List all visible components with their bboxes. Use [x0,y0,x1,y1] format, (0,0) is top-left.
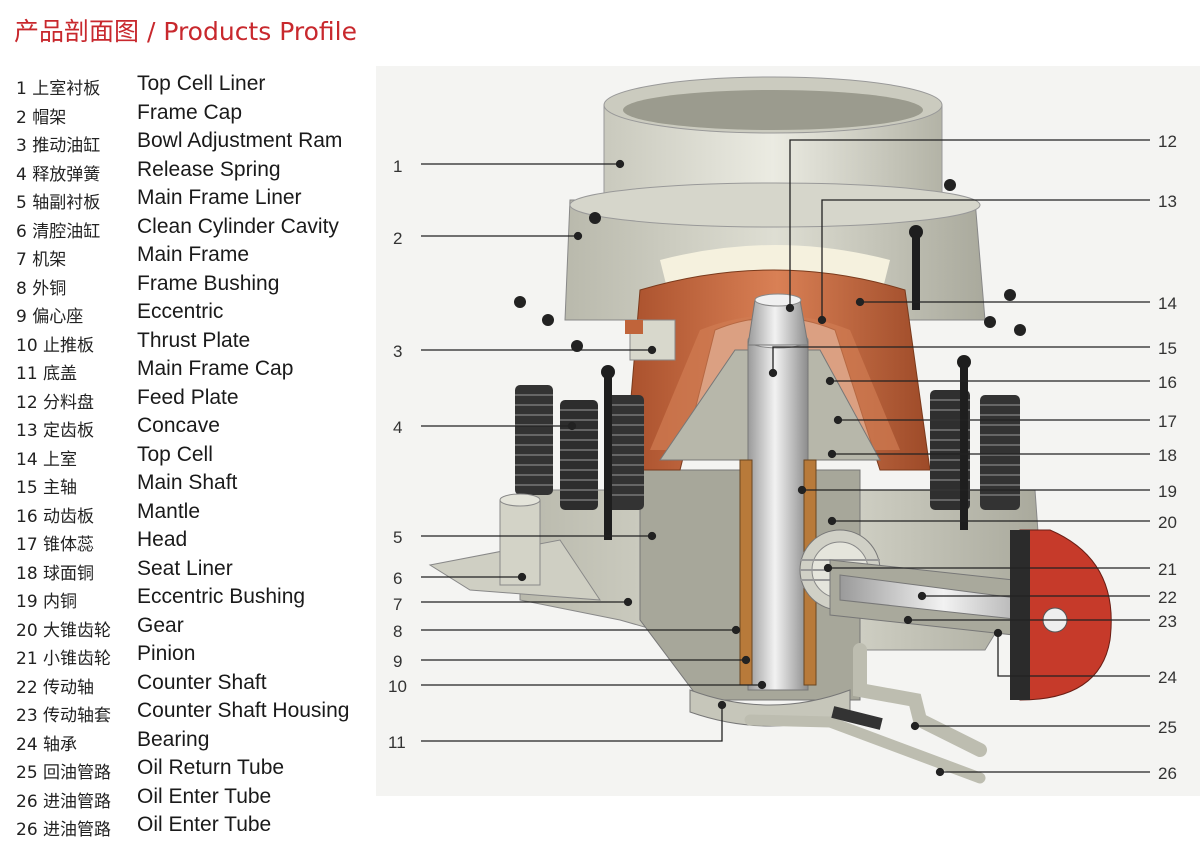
legend-name-en: Counter Shaft Housing [137,699,350,722]
legend-name-en: Frame Bushing [137,271,280,295]
legend-number-cn: 4 释放弹簧 [16,164,101,185]
legend-name-en: Top Cell [137,442,213,466]
callout-numbers-left: 1 2 3 4 5 6 7 8 9 10 11 [388,157,407,752]
oil-tubes [744,643,987,784]
callout-number: 6 [393,569,402,588]
callout-number: 13 [1158,192,1177,211]
legend-name-en: Counter Shaft [137,670,267,694]
callout-number: 14 [1158,294,1177,313]
legend-name-en: Eccentric [137,300,224,323]
callout-number: 8 [393,622,402,641]
legend-name-en: Gear [137,613,184,637]
callout-number: 21 [1158,560,1177,579]
legend-name-en: Thrust Plate [137,328,251,352]
legend-name-en: Oil Enter Tube [137,784,272,808]
legend-name-en: Concave [137,414,220,437]
legend-number-cn: 1 上室衬板 [16,79,101,99]
legend-number-cn: 20 大锥齿轮 [16,620,112,641]
legend-number-cn: 22 传动轴 [16,677,95,698]
oil-return-tube [853,643,987,757]
callout-number: 9 [393,652,402,671]
feed-plate [747,299,809,346]
oil-enter-tube [744,714,986,784]
callout-number: 1 [393,157,402,176]
legend-name-en: Main Shaft [137,471,238,494]
callout-number: 20 [1158,513,1177,532]
legend-number-cn: 26 进油管路 [16,791,112,812]
callout-number: 26 [1158,764,1177,783]
callout-number: 3 [393,342,402,361]
legend-number-cn: 3 推动油缸 [16,136,101,156]
legend-name-en: Bowl Adjustment Ram [137,129,343,152]
eccentric-bushing [739,459,753,686]
legend-name-en: Clean Cylinder Cavity [137,214,339,238]
legend-number-cn: 24 轴承 [16,734,78,755]
legend-name-en: Head [137,528,188,551]
legend-name-en: Frame Cap [137,100,243,124]
callout-number: 22 [1158,588,1177,607]
legend-number-cn: 2 帽架 [16,107,67,128]
callout-number: 25 [1158,718,1177,737]
callout-number: 2 [393,229,402,248]
callout-number: 5 [393,528,402,547]
callout-number: 4 [393,418,402,437]
callout-number: 23 [1158,612,1177,631]
legend-name-en: Mantle [137,499,201,523]
legend-number-cn: 16 动齿板 [16,506,95,527]
legend-number-cn: 13 定齿板 [16,421,95,441]
legend-name-en: Main Frame [137,243,250,266]
callout-number: 16 [1158,373,1177,392]
legend-name-en: Release Spring [137,157,281,181]
callout-number: 19 [1158,482,1177,501]
legend-number-cn: 21 小锥齿轮 [16,649,112,669]
callouts-right [768,139,1150,777]
drive-sheave [1010,529,1112,701]
legend-name-en: Oil Return Tube [137,756,285,779]
legend-number-cn: 14 上室 [16,449,78,470]
legend-number-cn: 10 止推板 [16,335,95,356]
legend-number-cn: 8 外铜 [16,278,67,299]
legend-number-cn: 17 锥体蕊 [16,535,95,555]
legend-number-cn: 5 轴副衬板 [16,193,101,213]
legend-name-en: Bearing [137,727,210,751]
page-title: 产品剖面图 / Products Profile [14,17,357,46]
callout-numbers-right: 12 13 14 15 16 17 18 19 20 21 22 23 24 2… [1158,132,1177,783]
legend-name-en: Pinion [137,642,196,665]
legend-number-cn: 12 分料盘 [16,392,95,413]
legend-number-cn: 6 清腔油缸 [16,221,101,242]
legend-name-en: Oil Enter Tube [137,813,272,836]
callout-number: 15 [1158,339,1177,358]
legend-number-cn: 15 主轴 [16,478,78,498]
legend-name-en: Seat Liner [137,556,233,580]
tie-bolts [601,225,971,540]
legend-number-cn: 25 回油管路 [16,763,112,783]
legend-number-cn: 11 底盖 [16,364,78,384]
clean-cylinder [499,493,541,586]
bowl-adjustment-ram [625,319,676,361]
callout-number: 7 [393,595,402,614]
legend-number-cn: 7 机架 [16,250,67,270]
callout-number: 24 [1158,668,1177,687]
legend-name-en: Main Frame Cap [137,357,294,380]
legend-number-cn: 26 进油管路 [16,820,112,840]
callout-number: 10 [388,677,407,696]
callout-number: 18 [1158,446,1177,465]
callout-number: 17 [1158,412,1177,431]
spring-coils-left [515,394,644,501]
legend-number-cn: 23 传动轴套 [16,706,112,726]
legend-number-cn: 19 内铜 [16,592,78,612]
callout-number: 12 [1158,132,1177,151]
callout-number: 11 [388,733,406,752]
legend-name-en: Main Frame Liner [137,186,302,209]
tube-hose [831,706,883,730]
legend-number-cn: 18 球面铜 [16,563,95,584]
callouts-left [421,159,767,742]
legend-name-en: Feed Plate [137,385,239,409]
legend-name-en: Eccentric Bushing [137,585,306,608]
cap-bolt-heads [514,179,1026,352]
release-springs-left [515,385,644,510]
legend-name-en: Top Cell Liner [137,72,266,95]
legend-number-cn: 9 偏心座 [16,307,84,327]
